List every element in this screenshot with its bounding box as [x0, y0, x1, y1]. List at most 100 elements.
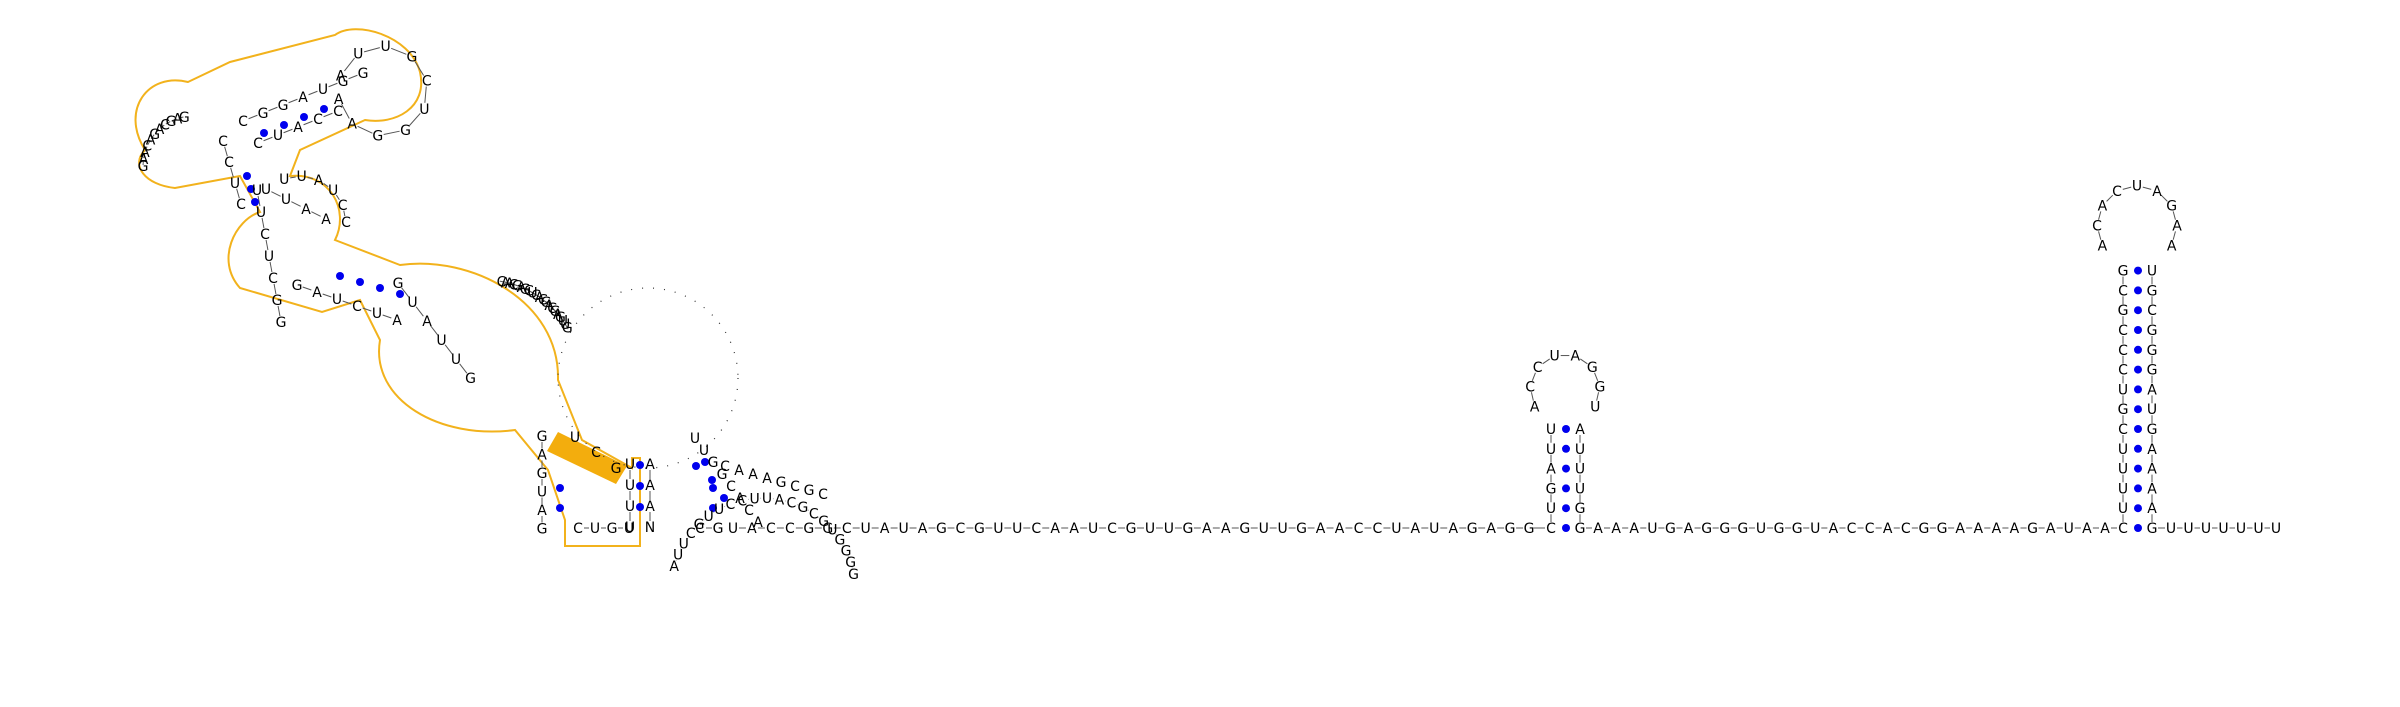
stem-middle-5p-base: U — [1546, 422, 1556, 438]
stem-right-5p-base: U — [2118, 442, 2128, 458]
linker-base: U — [898, 521, 908, 537]
backbone-segment — [144, 146, 148, 152]
linker-base: A — [1684, 521, 1694, 537]
crossing-base: C — [790, 479, 800, 495]
base-pair-dot — [336, 272, 344, 280]
highlighted-base: C — [591, 445, 601, 461]
backbone-segment — [273, 283, 277, 295]
linker-base: C — [1373, 521, 1383, 537]
left-domain-loop-base: A — [517, 280, 527, 296]
stem-right-5p-base: G — [2118, 402, 2129, 418]
stem-c-base: U — [436, 333, 446, 349]
backbone-segment — [382, 314, 392, 319]
left-domain-loop-base: A — [553, 307, 563, 323]
top-loop-base: G — [400, 123, 411, 139]
lower-loop-base: C — [737, 493, 747, 509]
backbone-segment — [178, 116, 184, 119]
backbone-segment — [265, 239, 269, 251]
base-pair-layer — [243, 105, 2142, 532]
left-domain-loop-base: C — [547, 301, 557, 317]
backbone-segment — [261, 217, 265, 229]
stem-right-3p-base: U — [2147, 264, 2157, 280]
backbone-segment — [2160, 194, 2168, 202]
lower-loop-base: U — [703, 509, 713, 525]
linker-base: U — [1810, 521, 1820, 537]
base-pair-dot — [1562, 425, 1570, 433]
backbone-segment — [308, 90, 318, 96]
linker-base: C — [1901, 521, 1911, 537]
backbone-segment — [283, 128, 293, 134]
stem-middle-5p-base: U — [1546, 501, 1556, 517]
linker-base: U — [1164, 521, 1174, 537]
lower-loop-base: G — [818, 514, 829, 530]
base-pair-dot — [708, 476, 716, 484]
linker-base: U — [1756, 521, 1766, 537]
stem-right-5p-base: G — [2118, 264, 2129, 280]
top-loop-base: A — [336, 69, 346, 85]
base-pair-dot — [2134, 326, 2142, 334]
stem-right-5p-base: C — [2118, 283, 2128, 299]
stem-b-base: A — [321, 212, 331, 228]
stem-right-3p-base: U — [2147, 402, 2157, 418]
upper-stem-base: G — [278, 98, 289, 114]
backbone-segment — [383, 130, 400, 135]
junction-base: U — [625, 499, 635, 515]
lower-loop-base: U — [679, 536, 689, 552]
backbone-segment — [2098, 231, 2102, 240]
junction-base: U — [625, 457, 635, 473]
hairpin-middle-loop-base: A — [1530, 400, 1540, 416]
backbone-segment — [444, 344, 453, 355]
hairpin-right-loop-base: A — [2098, 239, 2108, 255]
base-pair-dot — [709, 504, 717, 512]
upper-stem-base: A — [293, 120, 303, 136]
base-pair-dot — [260, 129, 268, 137]
left-domain-loop-base: G — [550, 304, 561, 320]
stem-right-5p-base: C — [2118, 521, 2128, 537]
linker-base: A — [747, 521, 757, 537]
backbone-segment — [236, 188, 240, 199]
stem-right-3p-base: G — [2147, 343, 2158, 359]
backbone-segment — [341, 103, 350, 119]
interior-loop-base: A — [314, 173, 324, 189]
base-pair-dot — [2134, 286, 2142, 295]
backbone-segment — [2172, 231, 2176, 240]
backbone-segment — [2098, 211, 2102, 220]
backbone-segment — [147, 140, 151, 146]
base-pair-dot — [2134, 504, 2142, 513]
lower-loop-base: U — [827, 523, 837, 539]
stem-middle-3p-base: U — [1575, 442, 1585, 458]
linker-base: G — [1665, 521, 1676, 537]
top-loop-base: A — [347, 117, 357, 133]
backbone-segment — [150, 134, 155, 140]
linker-base: U — [1278, 521, 1288, 537]
linker-base: A — [1593, 521, 1603, 537]
left-bulge-base: A — [146, 133, 156, 149]
linker-base: A — [1202, 521, 1212, 537]
linker-base: C — [842, 521, 852, 537]
linker-base: A — [1973, 521, 1983, 537]
base-pair-dot — [2134, 444, 2142, 453]
backbone-segment — [2172, 211, 2176, 220]
stem-right-5p-base: G — [2118, 303, 2129, 319]
pseudoknot-dotted-loop — [557, 287, 739, 469]
interior-loop-base: U — [279, 172, 289, 188]
backbone-segment — [303, 120, 313, 126]
linker-base: U — [1012, 521, 1022, 537]
stem-right-5p-base: C — [2118, 323, 2128, 339]
lower-loop-base: U — [714, 502, 724, 518]
stem-right-3p-base: A — [2147, 481, 2157, 497]
linker-base: A — [2100, 521, 2110, 537]
interior-loop-base: C — [341, 215, 351, 231]
stem-right-5p-base: U — [2118, 382, 2128, 398]
junction-base: C — [695, 521, 705, 537]
junction-base: A — [645, 457, 655, 473]
highlight-region-layer — [134, 28, 641, 547]
hairpin-middle-loop-base: C — [1533, 360, 1543, 376]
stem-b-base: C — [236, 197, 246, 213]
base-pair-dot — [636, 461, 644, 469]
left-bulge-base: A — [173, 111, 183, 127]
junction-base: U — [625, 478, 635, 494]
left-domain-loop-base: U — [527, 286, 537, 302]
tail-base: U — [2271, 521, 2281, 537]
stem-middle-5p-base: G — [1546, 481, 1557, 497]
